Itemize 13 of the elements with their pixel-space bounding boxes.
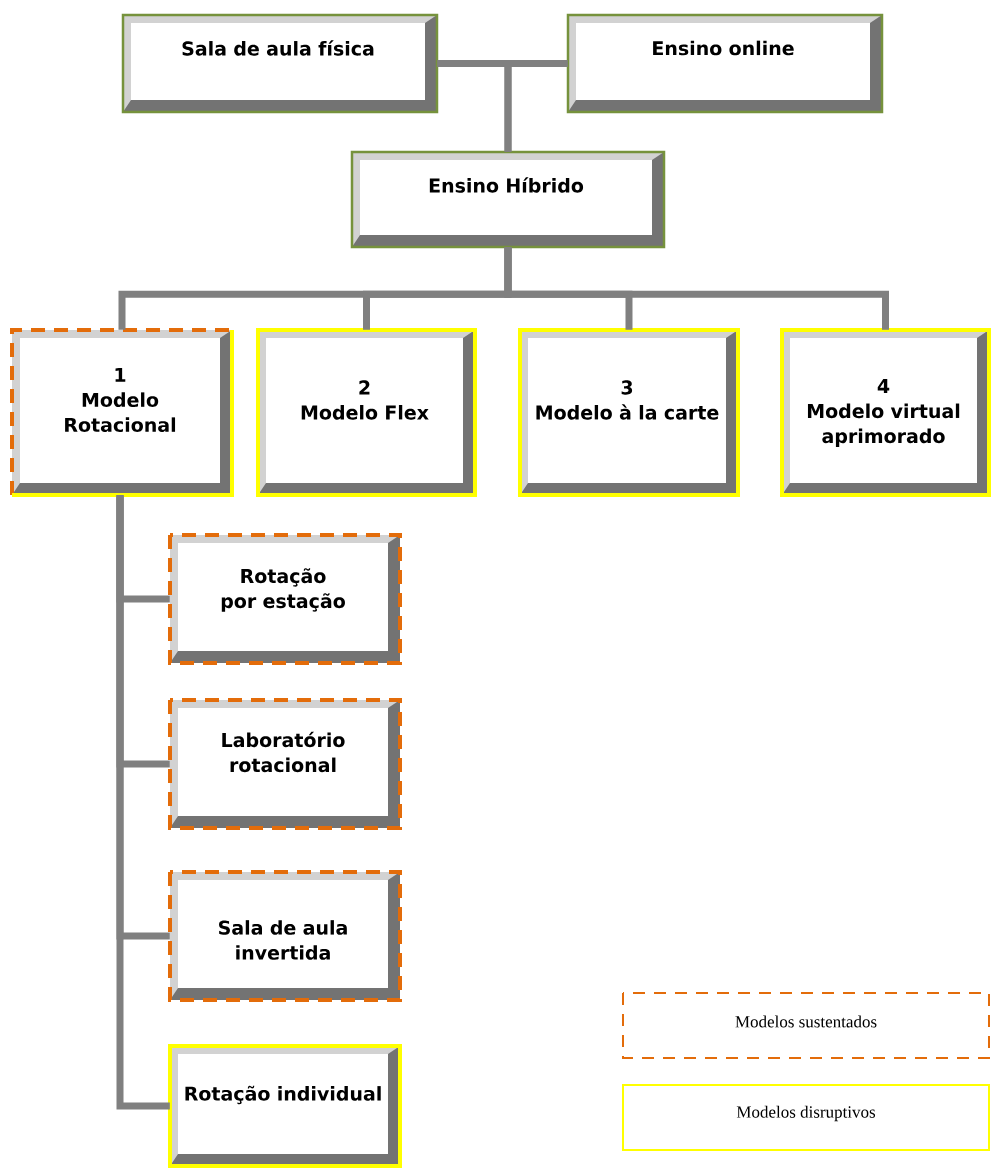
process-box: 1 Modelo Rotacional: [10, 328, 234, 497]
legend-item: Modelos disruptivos: [622, 1084, 990, 1151]
process-box: 4 Modelo virtual aprimorado: [780, 328, 991, 497]
process-box: Sala de aula física: [121, 13, 439, 114]
process-box: 2 Modelo Flex: [256, 328, 477, 497]
process-box: Ensino online: [566, 13, 884, 114]
legend-item: Modelos sustentados: [622, 992, 990, 1059]
process-box: Sala de aula invertida: [168, 870, 402, 1002]
process-box: Laboratório rotacional: [168, 698, 402, 830]
process-box: Ensino Híbrido: [350, 150, 666, 249]
process-box: 3 Modelo à la carte: [518, 328, 740, 497]
process-box: Rotação por estação: [168, 533, 402, 665]
process-box: Rotação individual: [168, 1044, 402, 1168]
